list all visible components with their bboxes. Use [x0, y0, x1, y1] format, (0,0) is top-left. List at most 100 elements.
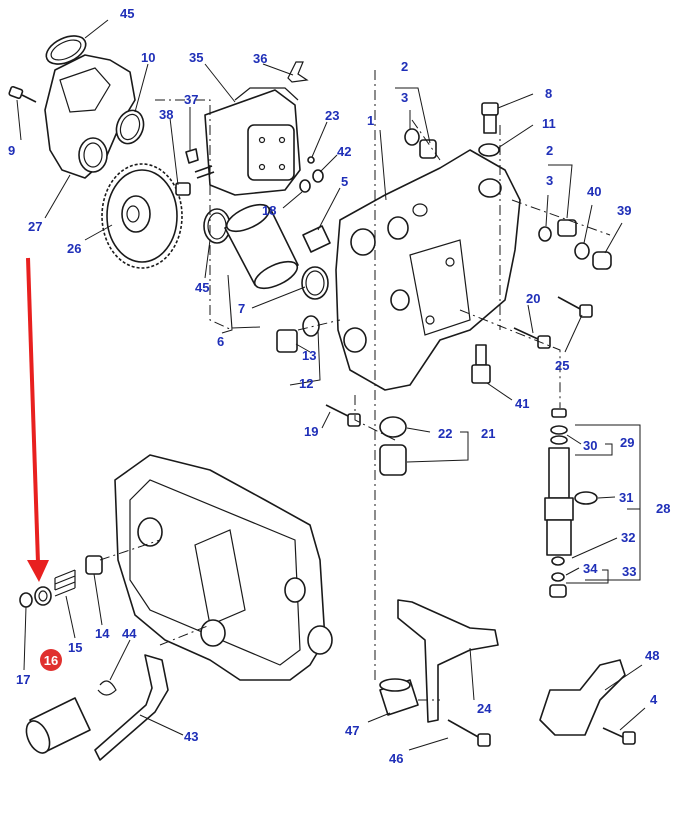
callout-33: 33 [622, 564, 636, 579]
callout-37: 37 [184, 92, 198, 107]
washer-16 [34, 586, 52, 606]
callout-17: 17 [16, 672, 30, 687]
callout-24: 24 [477, 701, 492, 716]
callout-48: 48 [645, 648, 659, 663]
sensor-41 [471, 344, 491, 384]
callout-12: 12 [299, 376, 313, 391]
callout-2-right: 2 [546, 143, 553, 158]
bolt-4 [602, 727, 636, 745]
callout-10: 10 [141, 50, 155, 65]
callout-46: 46 [389, 751, 403, 766]
callout-32: 32 [621, 530, 635, 545]
assembly-lines [99, 70, 611, 701]
callout-26: 26 [67, 241, 81, 256]
callout-31: 31 [619, 490, 633, 505]
bolt-46 [447, 719, 491, 747]
leader-lines [16, 19, 646, 751]
callout-4: 4 [650, 692, 658, 707]
callout-45-top: 45 [120, 6, 134, 21]
seal-18 [299, 179, 311, 193]
callout-7: 7 [238, 301, 245, 316]
bolt-20 [513, 327, 551, 349]
callout-1: 1 [367, 113, 374, 128]
o-ring-10 [115, 109, 145, 145]
o-ring-45-top [45, 35, 87, 65]
callout-47: 47 [345, 723, 359, 738]
parts-line-art [8, 35, 636, 761]
callout-28: 28 [656, 501, 670, 516]
callout-30: 30 [583, 438, 597, 453]
callout-18: 18 [262, 203, 276, 218]
callout-13: 13 [302, 348, 316, 363]
plug-2-right [557, 219, 577, 237]
callout-42: 42 [337, 144, 351, 159]
bolt-19 [325, 404, 361, 427]
bushing-5 [302, 225, 331, 253]
callout-6: 6 [217, 334, 224, 349]
highlight-arrow [26, 257, 49, 582]
callout-3-right: 3 [546, 173, 553, 188]
gear-26 [101, 163, 183, 269]
callout-16: 16 [44, 653, 58, 668]
washer-22 [379, 416, 407, 438]
bracket-24 [397, 599, 499, 723]
seal-23 [307, 156, 315, 164]
callout-43: 43 [184, 729, 198, 744]
plug-21 [379, 444, 407, 476]
callout-45-mid: 45 [195, 280, 209, 295]
washer-13 [302, 315, 320, 337]
clip-36 [287, 61, 309, 83]
bolt-25 [557, 296, 593, 318]
callout-9: 9 [8, 143, 15, 158]
ring-17 [19, 592, 33, 608]
valve-block-1 [335, 149, 521, 391]
callout-labels: 45 10 9 27 26 35 36 37 38 23 42 18 5 45 … [8, 6, 670, 766]
lever-43 [25, 654, 169, 761]
callout-34: 34 [583, 561, 598, 576]
plug-2-left [419, 139, 437, 159]
seal-11 [478, 143, 500, 157]
washer-40 [574, 242, 590, 260]
callout-40: 40 [587, 184, 601, 199]
callout-29: 29 [620, 435, 634, 450]
callout-22: 22 [438, 426, 452, 441]
callout-36: 36 [253, 51, 267, 66]
washer-3-left [404, 128, 420, 146]
callout-27: 27 [28, 219, 42, 234]
nut-14 [85, 555, 103, 575]
callout-11: 11 [542, 116, 556, 131]
washer-3-right [538, 226, 552, 242]
key-37 [185, 148, 199, 164]
callout-2-left: 2 [401, 59, 408, 74]
callout-25: 25 [555, 358, 569, 373]
callout-21: 21 [481, 426, 495, 441]
callout-23: 23 [325, 108, 339, 123]
bushing-47 [379, 678, 419, 716]
callout-14: 14 [95, 626, 110, 641]
fitting-8 [481, 102, 499, 134]
callout-3-left: 3 [401, 90, 408, 105]
clip-44 [97, 680, 117, 696]
nut-38 [175, 182, 191, 196]
pump-35 [194, 87, 301, 196]
sleeve-6 [224, 203, 299, 290]
callout-15: 15 [68, 640, 82, 655]
callout-5: 5 [341, 174, 348, 189]
callout-35: 35 [189, 50, 203, 65]
bracket-48 [539, 659, 626, 736]
callout-41: 41 [515, 396, 529, 411]
bolt-9 [8, 85, 37, 103]
plug-13 [276, 329, 298, 353]
callout-44: 44 [122, 626, 137, 641]
lower-housing [114, 454, 333, 681]
callout-39: 39 [617, 203, 631, 218]
spool-assembly-28 [544, 408, 598, 598]
callout-20: 20 [526, 291, 540, 306]
callout-38: 38 [159, 107, 173, 122]
spring-15 [54, 569, 76, 597]
highlight-badge-16: 16 [40, 649, 62, 671]
seal-42 [312, 169, 324, 183]
callout-19: 19 [304, 424, 318, 439]
plug-39 [592, 251, 612, 270]
